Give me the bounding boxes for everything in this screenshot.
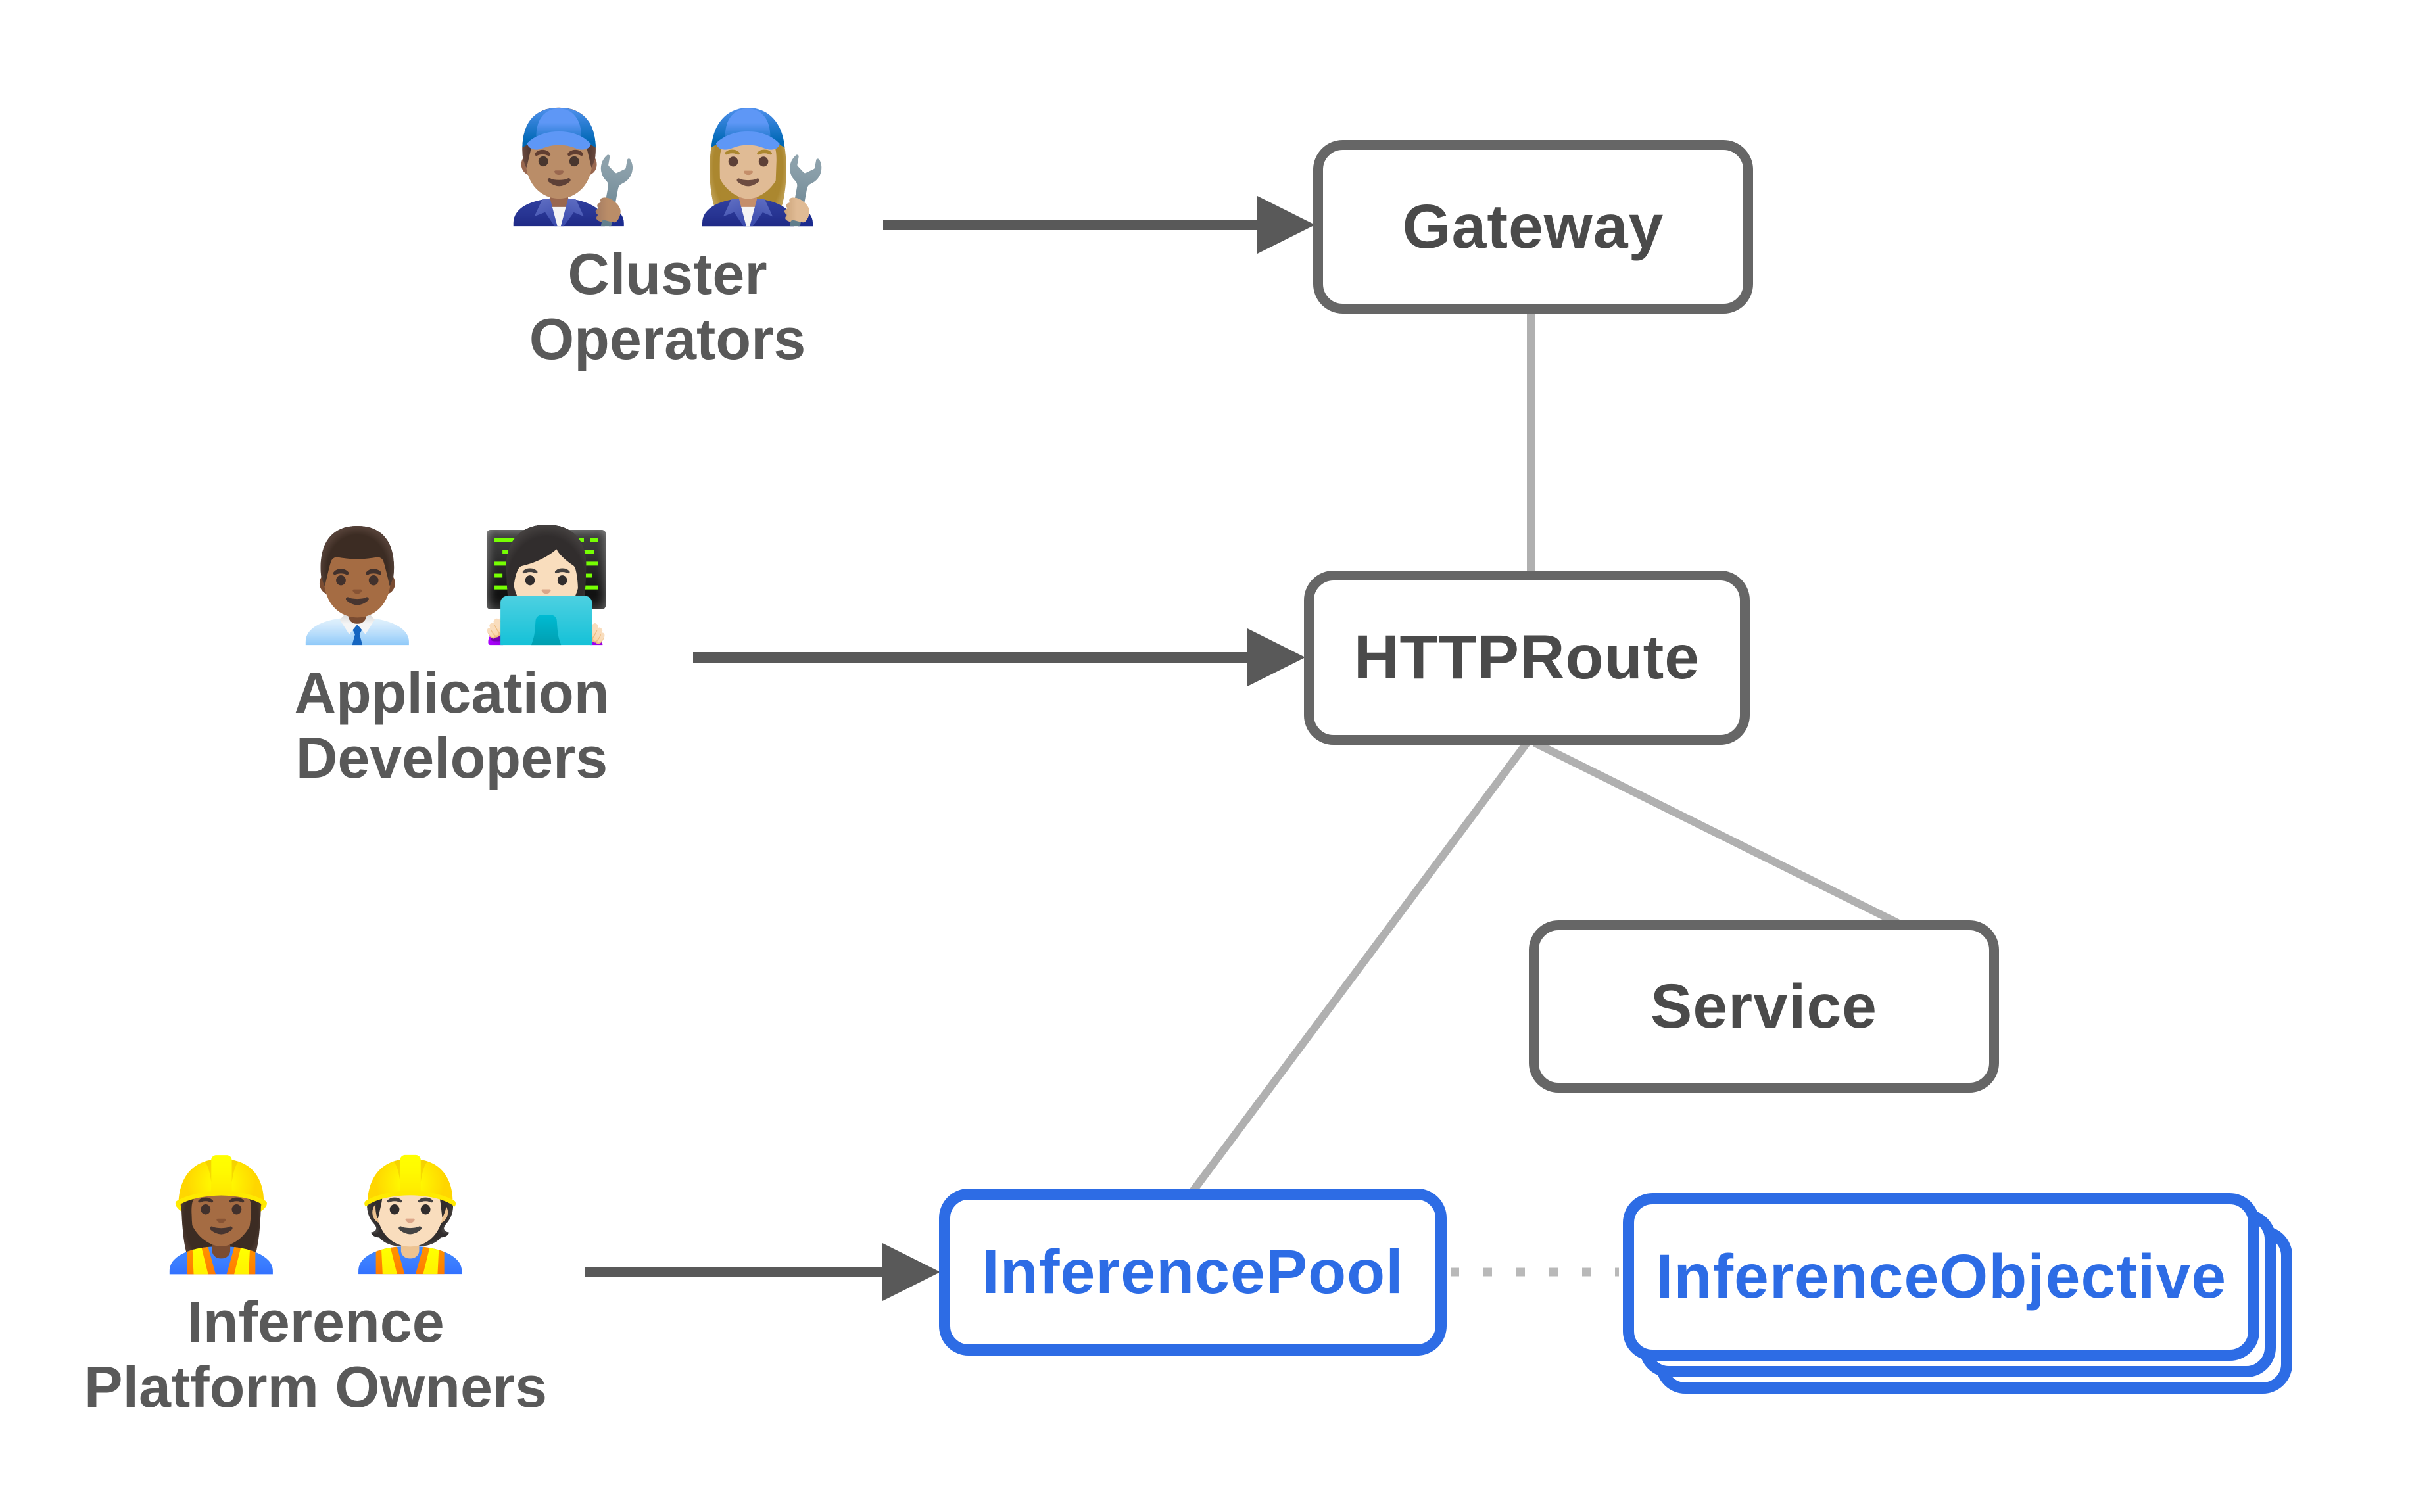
arrowhead-icon xyxy=(1247,628,1305,686)
arrow-application-developers-to-httproute xyxy=(693,628,1305,686)
mechanic-emojis-icon: 👨🏽‍🔧 👩🏼‍🔧 xyxy=(505,106,830,227)
persona-label-cluster-operators: Cluster Operators xyxy=(404,241,930,372)
persona-label-line: Developers xyxy=(295,724,608,790)
node-service: Service xyxy=(1529,920,1999,1093)
node-inferencepool-label: InferencePool xyxy=(982,1237,1404,1307)
persona-label-line: Platform Owners xyxy=(84,1354,548,1419)
node-service-label: Service xyxy=(1650,971,1878,1041)
node-inferenceobjective-label: InferenceObjective xyxy=(1655,1242,2227,1311)
node-inferencepool: InferencePool xyxy=(939,1189,1447,1356)
node-inferenceobjective: InferenceObjective xyxy=(1623,1193,2259,1361)
persona-label-line: Cluster xyxy=(567,241,767,306)
arrow-cluster-operators-to-gateway xyxy=(883,196,1315,254)
edge-httproute-service xyxy=(1533,739,1900,927)
node-gateway: Gateway xyxy=(1313,140,1753,314)
node-gateway-label: Gateway xyxy=(1402,191,1664,262)
node-httproute-label: HTTPRoute xyxy=(1353,623,1700,692)
persona-label-line: Inference xyxy=(187,1288,445,1354)
persona-application-developers: 👨🏾‍💼 👩🏻‍💻 Application Developers xyxy=(189,525,715,791)
construction-worker-emojis-icon: 👷🏾‍♀️ 👷🏻 xyxy=(153,1154,478,1275)
node-httproute: HTTPRoute xyxy=(1304,571,1750,745)
arrowhead-icon xyxy=(1257,196,1315,254)
arrow-inference-platform-owners-to-inferencepool xyxy=(585,1243,940,1301)
persona-cluster-operators: 👨🏽‍🔧 👩🏼‍🔧 Cluster Operators xyxy=(404,106,930,372)
persona-inference-platform-owners: 👷🏾‍♀️ 👷🏻 Inference Platform Owners xyxy=(53,1154,579,1420)
arrowhead-icon xyxy=(882,1243,940,1301)
persona-label-line: Operators xyxy=(529,306,806,371)
persona-label-inference-platform-owners: Inference Platform Owners xyxy=(53,1289,579,1420)
persona-label-application-developers: Application Developers xyxy=(189,660,715,791)
developer-emojis-icon: 👨🏾‍💼 👩🏻‍💻 xyxy=(289,525,614,646)
persona-label-line: Application xyxy=(294,659,610,725)
edge-httproute-inferencepool xyxy=(1190,740,1530,1194)
